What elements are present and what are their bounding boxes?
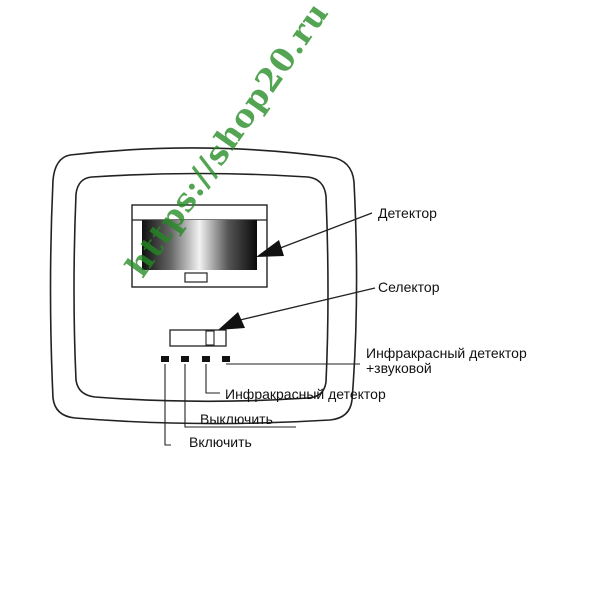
position-dot-ir-sound bbox=[222, 356, 230, 362]
selector-knob bbox=[205, 330, 215, 346]
detector-tab bbox=[184, 272, 208, 283]
outer-frame bbox=[49, 147, 358, 425]
position-dot-off bbox=[181, 356, 189, 362]
detector-lens bbox=[142, 220, 257, 270]
label-ir-sound-line1: Инфракрасный детектор bbox=[366, 345, 527, 361]
selector-switch bbox=[169, 329, 227, 347]
inner-plate bbox=[73, 172, 329, 403]
leader-on bbox=[164, 364, 171, 446]
label-ir-sound-line2: +звуковой bbox=[366, 360, 432, 376]
label-detector: Детектор bbox=[378, 205, 437, 221]
arrow-selector-shaft bbox=[239, 287, 376, 321]
leader-ir-detector bbox=[205, 364, 220, 394]
label-off: Выключить bbox=[200, 411, 273, 427]
label-selector: Селектор bbox=[378, 279, 440, 295]
position-dot-ir bbox=[202, 356, 210, 362]
arrow-detector-shaft bbox=[274, 212, 373, 251]
label-ir-detector: Инфракрасный детектор bbox=[225, 386, 386, 402]
leader-off bbox=[184, 364, 296, 428]
label-on: Включить bbox=[189, 434, 252, 450]
arrow-detector-head bbox=[256, 240, 284, 257]
position-dot-on bbox=[161, 356, 169, 362]
arrow-selector-head bbox=[218, 312, 245, 330]
